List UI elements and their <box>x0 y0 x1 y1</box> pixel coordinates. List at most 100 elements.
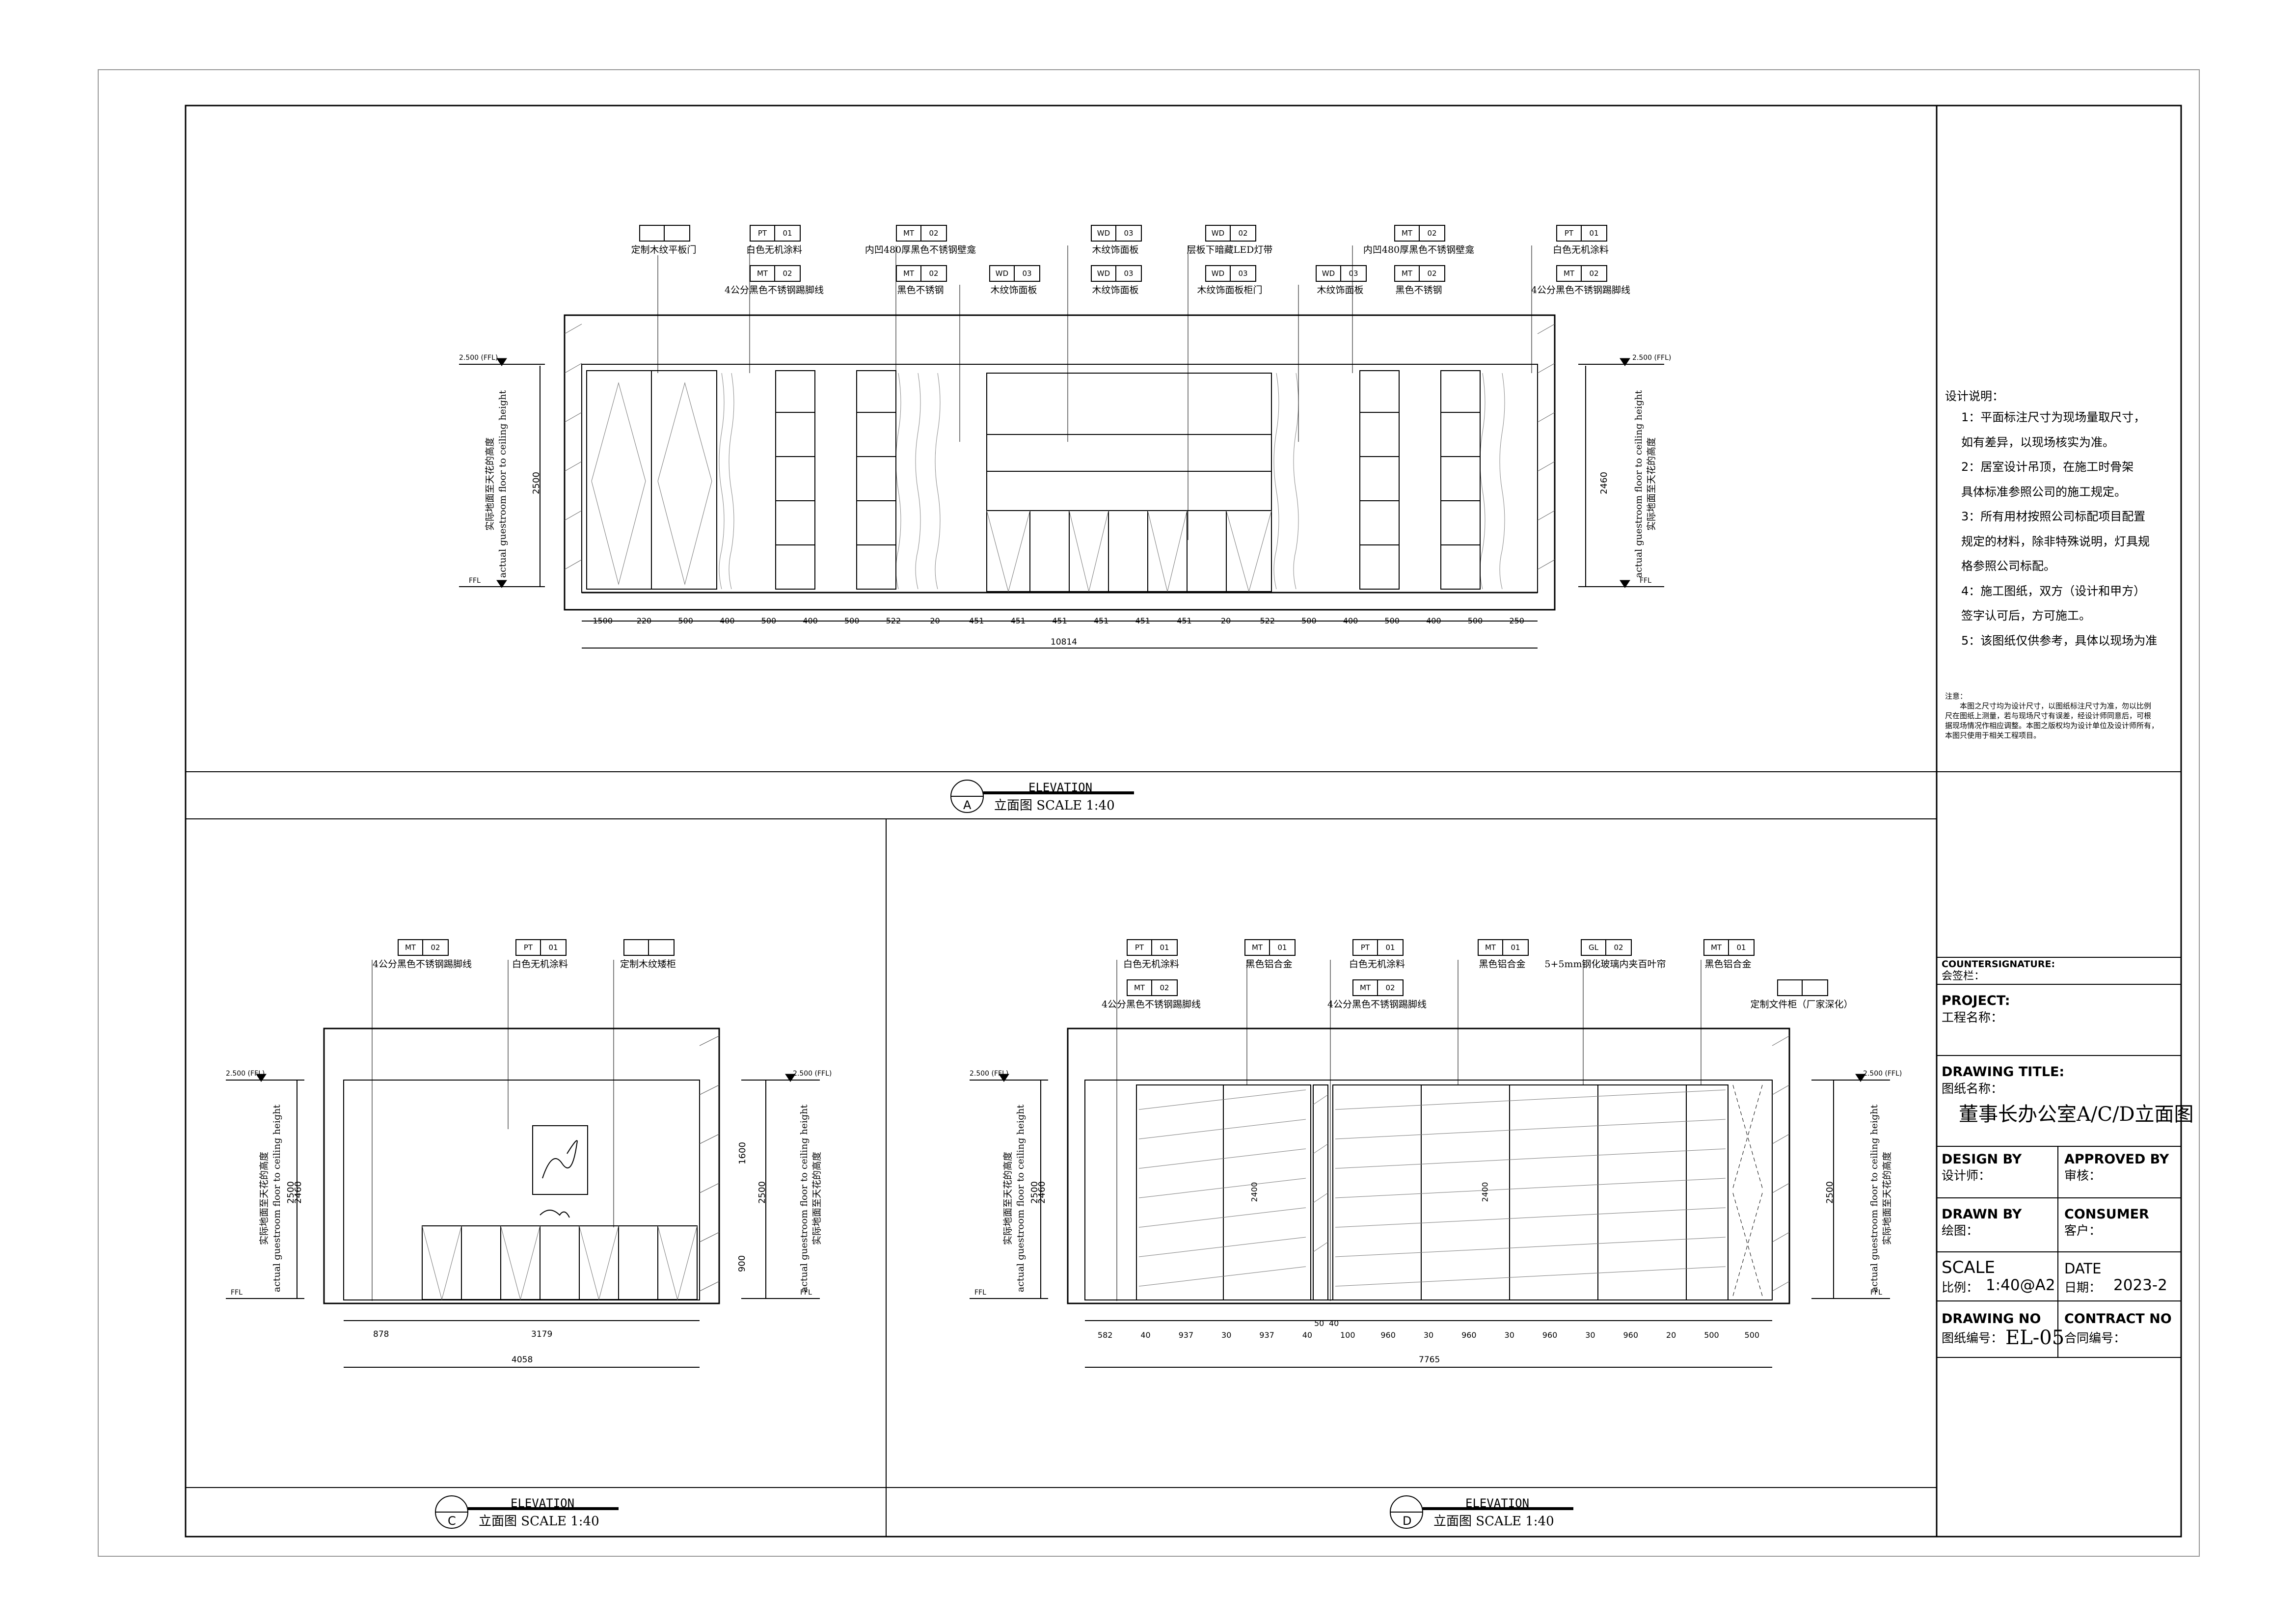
material-code <box>624 940 649 955</box>
material-desc: 木纹饰面板 <box>1317 285 1364 296</box>
material-number: 02 <box>431 943 440 952</box>
elevation-d-level-bottom-right: FFL <box>1870 1289 1882 1297</box>
material-desc: 白色无机涂料 <box>746 244 803 255</box>
approved-by-label-cn: 审核： <box>2064 1168 2102 1183</box>
dimension-label: 522 <box>886 616 901 625</box>
dimension-label: 451 <box>1177 616 1192 625</box>
material-code <box>640 226 665 241</box>
elevation-c-slab <box>323 1028 720 1304</box>
dimension-label: 40 <box>1140 1330 1151 1340</box>
material-code: MT <box>1245 940 1270 955</box>
material-tag-box: MT 02 <box>1556 265 1607 282</box>
elevation-a-bookcase <box>986 373 1272 593</box>
material-number: 03 <box>1238 269 1248 278</box>
material-code: MT <box>751 266 775 281</box>
dimension-label: 220 <box>636 616 652 625</box>
material-tag-box: PT 01 <box>1352 939 1404 956</box>
material-code: WD <box>1092 226 1116 241</box>
elevation-a-slab <box>564 314 1556 611</box>
material-number: 02 <box>1589 269 1599 278</box>
dimension-label: 500 <box>761 616 777 625</box>
elevation-c-painting <box>532 1125 588 1195</box>
drawing-no-label: DRAWING NO <box>1942 1311 2041 1326</box>
material-desc: 4公分黑色不锈钢踢脚线 <box>372 959 472 970</box>
consumer-label-cn: 客户： <box>2064 1223 2102 1238</box>
material-desc: 定制木纹矮柜 <box>620 959 676 970</box>
material-desc: 黑色不锈钢 <box>1395 285 1442 296</box>
material-code: MT <box>1557 266 1582 281</box>
title-block-grid <box>1937 771 2181 1358</box>
elevation-d-inner-height-1: 2400 <box>1249 1182 1259 1202</box>
date-label: DATE <box>2064 1260 2102 1277</box>
note-line: 具体标准参照公司的施工规定。 <box>1961 485 2126 499</box>
dimension-label: 451 <box>969 616 984 625</box>
material-number: 02 <box>1614 943 1623 952</box>
material-tag-box <box>1777 979 1828 996</box>
material-code: PT <box>1353 940 1378 955</box>
dimension-label: 937 <box>1259 1330 1274 1340</box>
material-code: WD <box>1317 266 1341 281</box>
dimension-label: 500 <box>1704 1330 1719 1340</box>
material-desc: 定制木纹平板门 <box>631 244 697 255</box>
elevation-d-inner-height-2: 2400 <box>1480 1182 1490 1202</box>
material-number: 02 <box>1238 229 1248 238</box>
material-tag-box: WD 03 <box>1316 265 1367 282</box>
scale-label: SCALE <box>1942 1258 1996 1277</box>
elevation-c-height-note-right: actual guestroom floor to ceiling height… <box>799 1104 823 1293</box>
drawing-title-label-cn: 图纸名称： <box>1942 1082 2003 1096</box>
dimension-label: 20 <box>1220 616 1231 625</box>
dimension-label: 500 <box>1467 616 1483 625</box>
material-number: 02 <box>1385 983 1395 992</box>
caption-markers <box>435 780 1573 1529</box>
material-number: 03 <box>1124 269 1134 278</box>
dimension-label: 1500 <box>593 616 613 625</box>
material-desc: 木纹饰面板柜门 <box>1197 285 1263 296</box>
material-code: MT <box>399 940 423 955</box>
elevation-d-caption: 立面图 SCALE 1:40 <box>1433 1514 1554 1529</box>
dimension-label: 250 <box>1509 616 1524 625</box>
dimension-label: 960 <box>1542 1330 1558 1340</box>
elevation-c-height-upper: 1600 <box>737 1142 748 1164</box>
material-number: 02 <box>1427 269 1437 278</box>
note-line: 格参照公司标配。 <box>1961 559 2055 573</box>
material-number <box>649 940 674 955</box>
scale-value: 1:40@A2 <box>1986 1276 2055 1294</box>
elevation-d-level-bottom: FFL <box>974 1289 986 1297</box>
drawing-no-value: EL-05 <box>2005 1326 2065 1349</box>
elevation-c-letter: C <box>448 1514 456 1528</box>
date-value: 2023-2 <box>2113 1276 2167 1294</box>
dimension-label: 20 <box>1666 1330 1676 1340</box>
elevation-d-total: 7765 <box>1419 1355 1440 1365</box>
elevation-a-height-right: 2460 <box>1598 472 1609 494</box>
note-line: 3：所有用材按照公司标配项目配置 <box>1961 510 2146 523</box>
note-line: 2：居室设计吊顶，在施工时骨架 <box>1961 460 2134 474</box>
elevation-d-label: ELEVATION <box>1465 1496 1530 1510</box>
material-number: 03 <box>1349 269 1358 278</box>
elevation-c-height-left-inner: 2460 <box>293 1181 303 1204</box>
copyright-note-line: 据现场情况作相应调整。本图之版权均为设计单位及设计师所有， <box>1945 721 2159 730</box>
material-desc: 4公分黑色不锈钢踢脚线 <box>724 285 824 296</box>
material-number: 01 <box>1385 943 1395 952</box>
dimension-label: 30 <box>1221 1330 1232 1340</box>
material-desc: 内凹480厚黑色不锈钢壁龛 <box>864 244 976 255</box>
elevation-a-level-bottom-left: FFL <box>469 577 481 585</box>
elevation-d-dim-top-1: 50 <box>1314 1319 1324 1328</box>
elevation-c-caption: 立面图 SCALE 1:40 <box>479 1514 599 1529</box>
material-code: MT <box>1395 226 1420 241</box>
material-number: 03 <box>1022 269 1032 278</box>
material-number <box>665 226 689 241</box>
elevation-a-label: ELEVATION <box>1028 781 1093 794</box>
copyright-note-line: 本图之尺寸均为设计尺寸，以图纸标注尺寸为准，勿以比例 <box>1960 702 2152 710</box>
countersignature-label: COUNTERSIGNATURE: <box>1942 959 2055 970</box>
material-code: WD <box>1206 266 1231 281</box>
countersignature-label-cn: 会签栏： <box>1942 970 1985 982</box>
material-code: MT <box>897 266 921 281</box>
